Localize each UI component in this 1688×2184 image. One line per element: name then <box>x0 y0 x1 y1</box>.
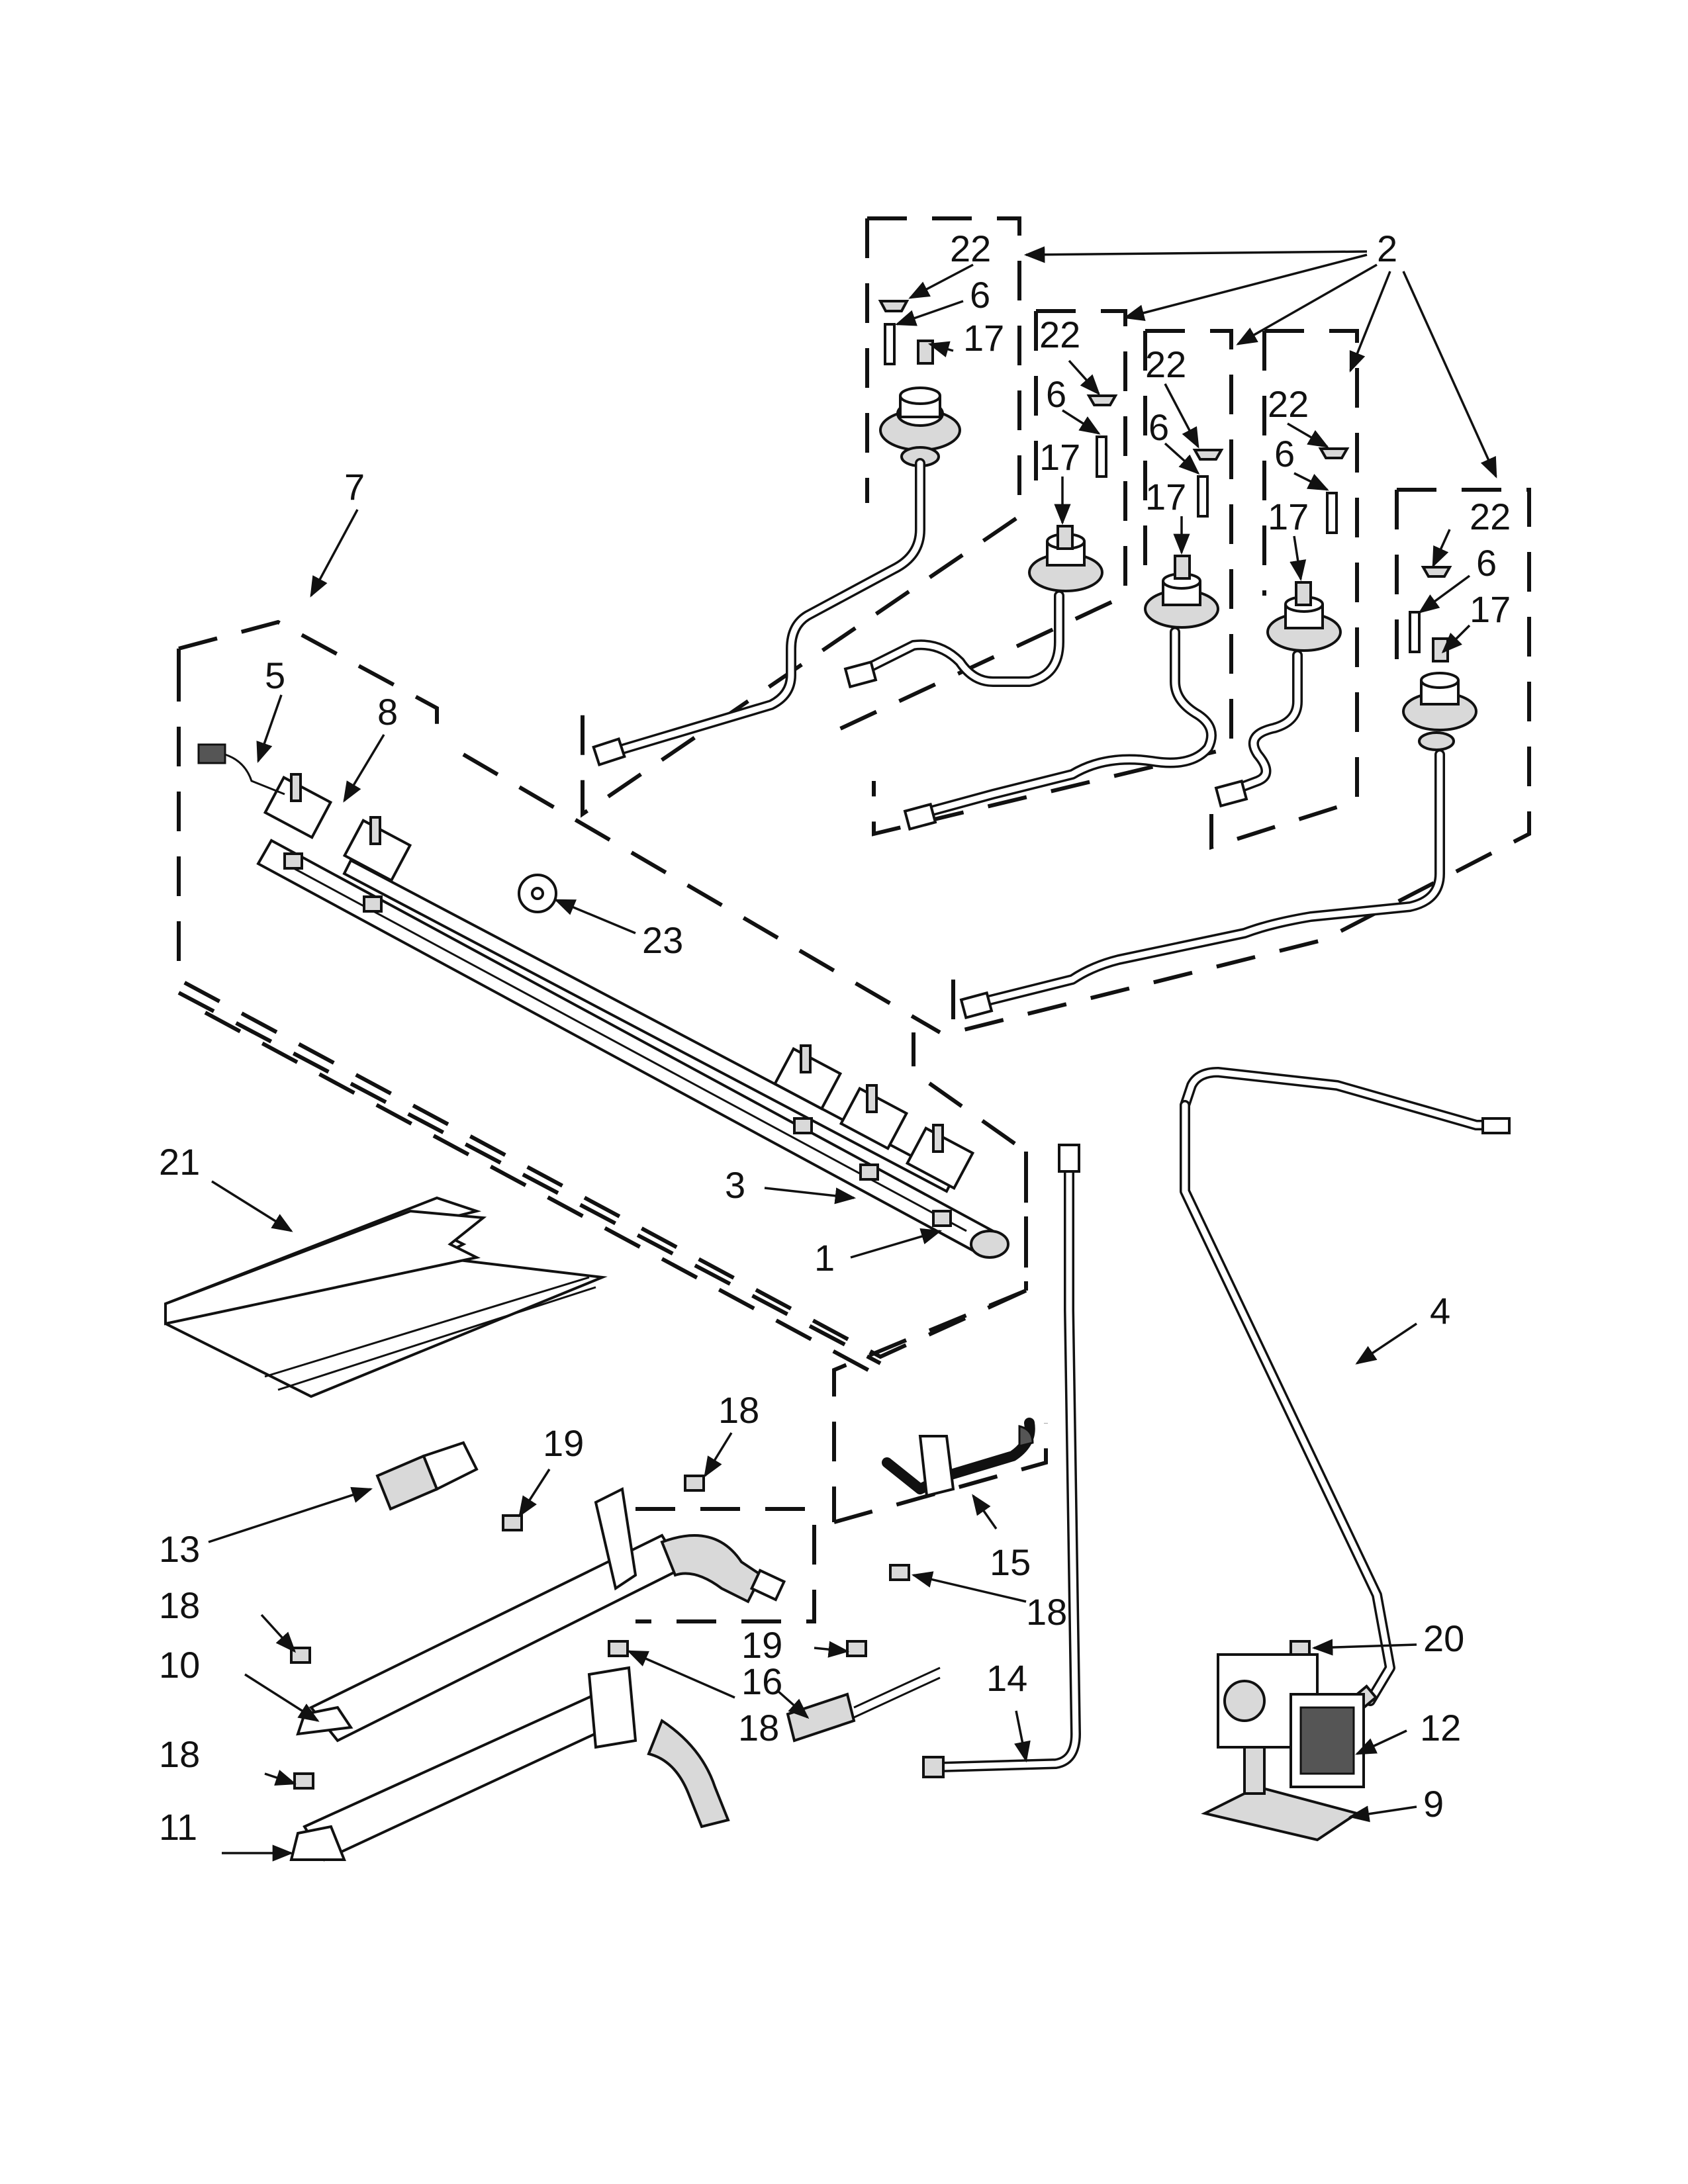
callout-3: 3 <box>725 1164 745 1206</box>
callout-5: 5 <box>265 655 285 696</box>
callout-19: 19 <box>741 1624 782 1666</box>
callout-18: 18 <box>1026 1591 1067 1633</box>
callout-14: 14 <box>986 1657 1027 1699</box>
callout-21: 21 <box>159 1141 200 1183</box>
callout-22: 22 <box>950 228 991 269</box>
callout-22: 22 <box>1145 343 1186 385</box>
burner-box-lower <box>635 1507 816 1623</box>
gas-lines <box>832 1067 1511 1778</box>
callout-23: 23 <box>642 919 683 961</box>
callout-16: 16 <box>741 1661 782 1702</box>
manifold-box <box>177 619 1028 1359</box>
callout-10: 10 <box>159 1644 200 1686</box>
callout-6: 6 <box>970 274 990 316</box>
callout-18: 18 <box>738 1707 779 1749</box>
burner-box-2 <box>826 309 1127 737</box>
callout-22: 22 <box>1039 314 1080 355</box>
callout-9: 9 <box>1423 1783 1444 1825</box>
callout-12: 12 <box>1420 1707 1461 1749</box>
callout-18: 18 <box>718 1389 759 1431</box>
regulator-label-plate <box>1201 1785 1360 1842</box>
burner-valves <box>263 773 975 1227</box>
callout-6: 6 <box>1476 542 1497 584</box>
regulator-tube-box <box>832 1152 1048 1524</box>
heat-deflector <box>164 1196 608 1398</box>
callout-11: 11 <box>159 1806 197 1848</box>
callout-6: 6 <box>1046 373 1066 415</box>
burner-box-5 <box>951 488 1531 1035</box>
surface-burner-base <box>879 387 961 467</box>
callout-labels: 2 22 6 17 22 6 17 22 6 17 22 6 17 22 6 1… <box>159 228 1511 1848</box>
burner-box-1 <box>581 216 1021 818</box>
callout-1: 1 <box>814 1237 835 1279</box>
callout-17: 17 <box>1039 436 1080 478</box>
manifold-assembly <box>177 619 1028 1379</box>
callout-2: 2 <box>1377 228 1397 269</box>
callout-13: 13 <box>159 1528 200 1570</box>
callout-17: 17 <box>963 317 1004 359</box>
callout-15: 15 <box>990 1541 1031 1583</box>
callout-20: 20 <box>1423 1617 1464 1659</box>
leader-lines <box>208 246 1497 1862</box>
callout-22: 22 <box>1470 496 1511 537</box>
callout-17: 17 <box>1268 496 1309 537</box>
callout-4: 4 <box>1430 1290 1450 1332</box>
callout-17: 17 <box>1145 476 1186 518</box>
pressure-regulator <box>1201 1653 1365 1842</box>
bake-broil-burners <box>289 1441 1311 1862</box>
callout-8: 8 <box>377 691 398 733</box>
callout-6: 6 <box>1274 433 1295 475</box>
callout-18: 18 <box>159 1584 200 1626</box>
callout-19: 19 <box>543 1422 584 1464</box>
callout-7: 7 <box>344 466 365 508</box>
callout-22: 22 <box>1268 383 1309 425</box>
burner-box-3 <box>872 329 1233 837</box>
callout-18: 18 <box>159 1733 200 1775</box>
callout-17: 17 <box>1470 588 1511 630</box>
callout-6: 6 <box>1149 406 1169 448</box>
burner-assembly-group <box>581 216 1531 1035</box>
screws <box>290 1475 1311 1790</box>
burner-box-4 <box>1209 329 1359 850</box>
wire-connector <box>197 743 226 764</box>
